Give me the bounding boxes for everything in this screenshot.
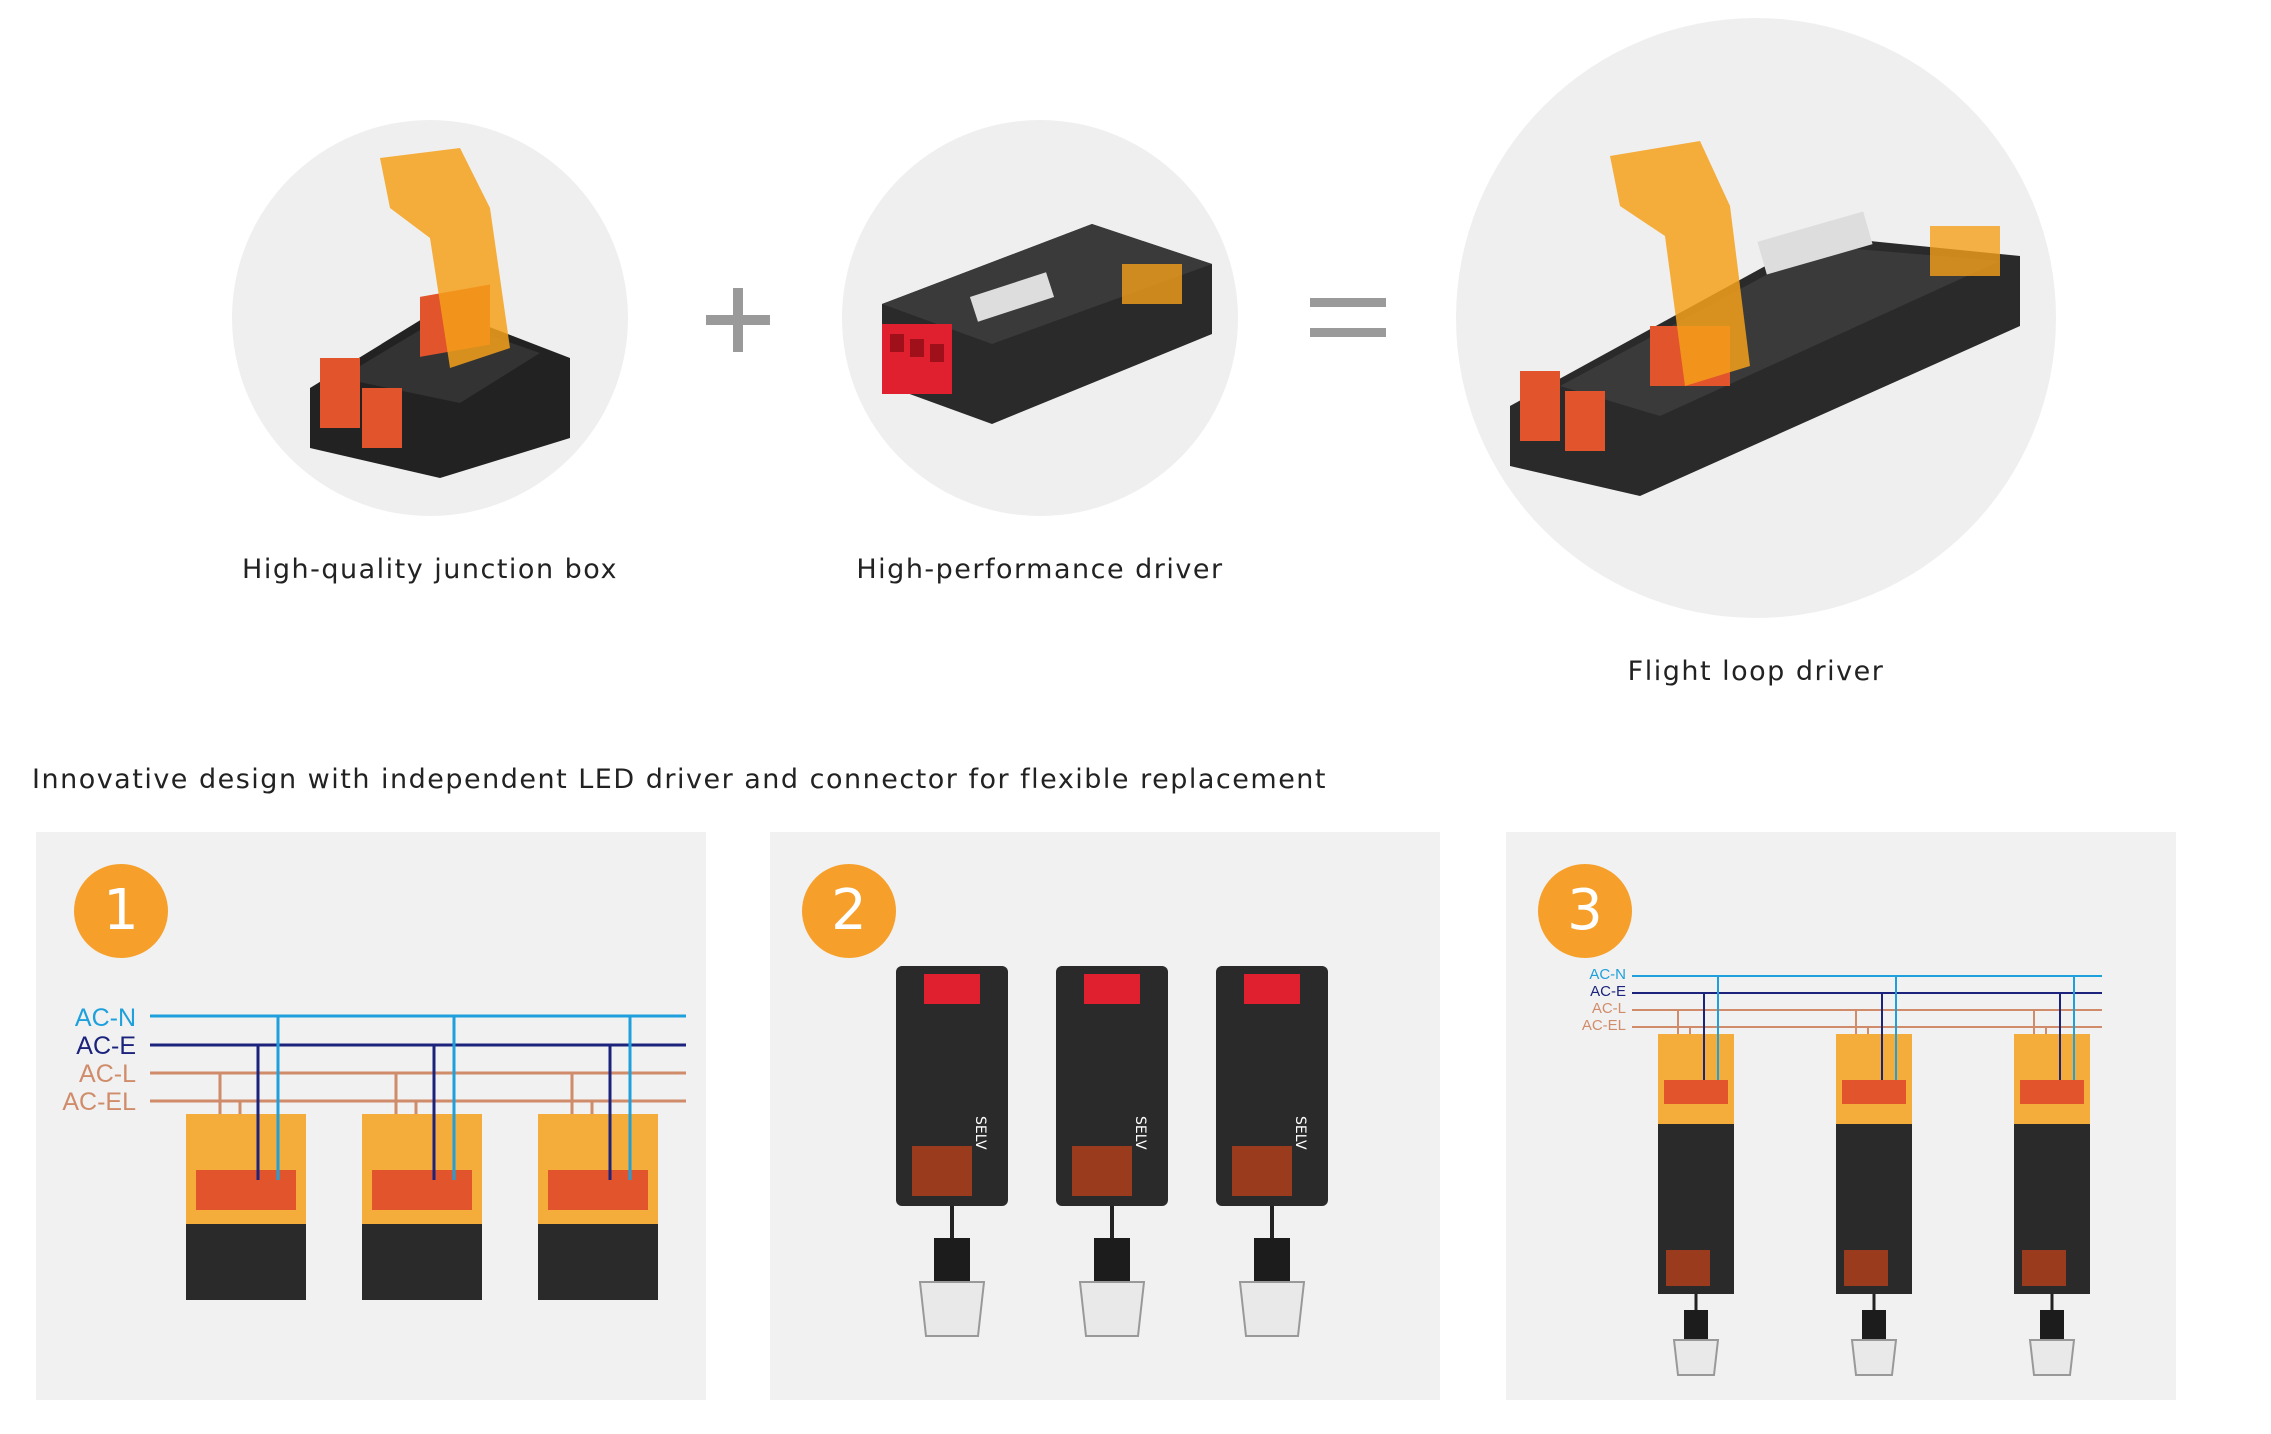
junction-box [538, 1016, 658, 1300]
wire-label-ac-e: AC-E [76, 1032, 136, 1060]
flight-loop-unit [2014, 976, 2090, 1376]
page-subtitle: Innovative design with independent LED d… [32, 764, 1328, 795]
svg-text:SELV: SELV [1132, 1116, 1148, 1150]
svg-text:SELV: SELV [972, 1116, 988, 1150]
junction-box-caption: High-quality junction box [242, 554, 618, 585]
wire-label-ac-l: AC-L [1591, 1000, 1626, 1017]
led-driver-product-image [882, 224, 1212, 424]
flight-loop-unit [1658, 976, 1734, 1376]
step-2-badge: 2 [802, 864, 896, 958]
wire-label-ac-el: AC-EL [62, 1088, 136, 1116]
step-1-badge: 1 [74, 864, 168, 958]
equals-icon [1310, 298, 1386, 337]
step-2-driver-diagram: SELV SELV SELV [896, 966, 1328, 1337]
flight-loop-driver-product-image [1510, 141, 2020, 496]
wire-label-ac-n: AC-N [1589, 966, 1626, 983]
junction-box-product-image [310, 148, 570, 478]
driver-with-downlight: SELV [896, 966, 1008, 1337]
plus-icon [706, 288, 770, 352]
wire-label-ac-n: AC-N [74, 1004, 136, 1032]
step-3-badge: 3 [1538, 864, 1632, 958]
flight-loop-driver-caption: Flight loop driver [1627, 656, 1885, 687]
driver-with-downlight: SELV [1216, 966, 1328, 1337]
step-3-wiring-diagram [1632, 975, 2102, 1376]
driver-caption: High-performance driver [856, 554, 1224, 585]
svg-text:SELV: SELV [1292, 1116, 1308, 1150]
step-1-wiring-diagram [150, 1014, 686, 1300]
junction-box [362, 1016, 482, 1300]
flight-loop-unit [1836, 976, 1912, 1376]
junction-box [186, 1016, 306, 1300]
wire-label-ac-l: AC-L [79, 1060, 136, 1088]
driver-with-downlight: SELV [1056, 966, 1168, 1337]
wire-label-ac-e: AC-E [1590, 983, 1626, 1000]
wire-label-ac-el: AC-EL [1581, 1017, 1626, 1034]
